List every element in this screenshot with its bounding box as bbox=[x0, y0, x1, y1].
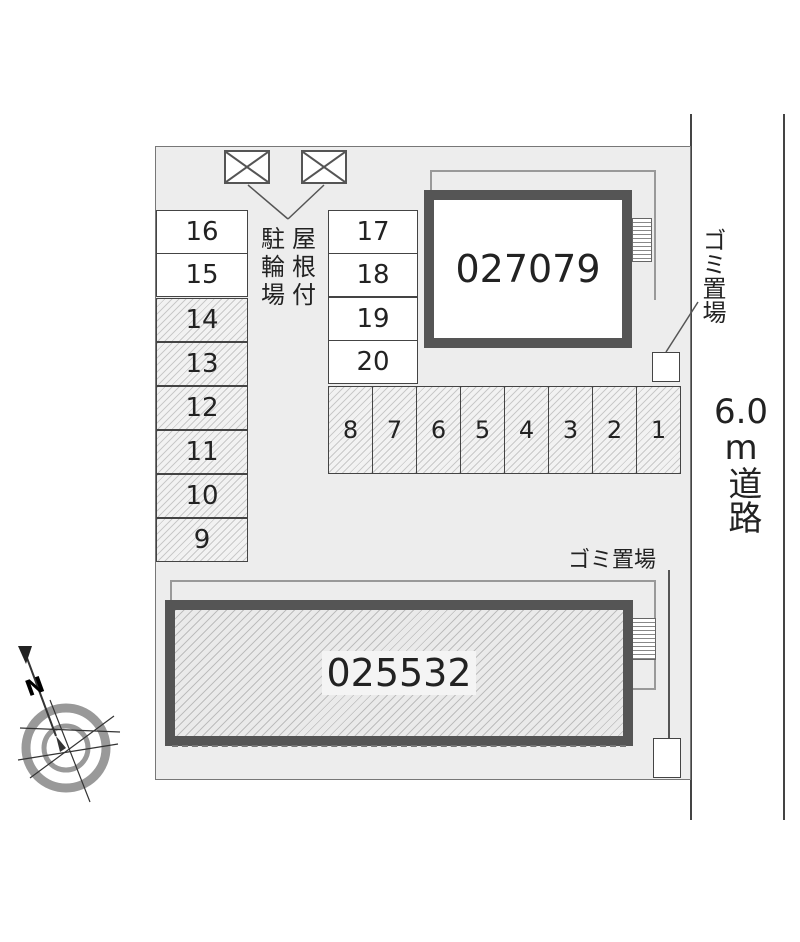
north-trash-leader bbox=[665, 301, 699, 353]
parking-space-17: 17 bbox=[328, 210, 418, 254]
parking-space-7: 7 bbox=[372, 386, 417, 474]
road-width-label: 6.0 m 道路 bbox=[706, 392, 776, 535]
parking-space-19: 19 bbox=[328, 297, 418, 341]
parking-space-15: 15 bbox=[156, 253, 248, 297]
cross-icon bbox=[225, 151, 269, 183]
south-trash-leader bbox=[668, 570, 670, 738]
compass-rose bbox=[17, 699, 121, 803]
parking-space-18: 18 bbox=[328, 253, 418, 297]
parking-space-20: 20 bbox=[328, 340, 418, 384]
compass: N bbox=[17, 646, 121, 803]
road-edge-east bbox=[783, 114, 785, 820]
road-name: 道路 bbox=[721, 466, 762, 535]
bike-parking-label: 駐 輪 場 屋 根 付 bbox=[258, 225, 322, 315]
road-width-value: 6.0 bbox=[713, 392, 769, 432]
north-trash-box bbox=[652, 352, 680, 382]
parking-space-1: 1 bbox=[636, 386, 681, 474]
parking-space-5: 5 bbox=[460, 386, 505, 474]
parking-space-4: 4 bbox=[504, 386, 549, 474]
bike-parking-char: 場 bbox=[261, 281, 285, 309]
north-trash-label: ゴミ置場 bbox=[698, 228, 726, 324]
compass-north-label: N bbox=[22, 672, 48, 702]
north-building: 027079 bbox=[424, 190, 632, 348]
parking-space-10: 10 bbox=[156, 474, 248, 518]
bike-parking-char: 根 bbox=[292, 253, 316, 281]
parking-space-6: 6 bbox=[416, 386, 461, 474]
parking-space-2: 2 bbox=[592, 386, 637, 474]
cross-icon bbox=[302, 151, 346, 183]
bike-rack-marker-left bbox=[224, 150, 270, 184]
parking-space-3: 3 bbox=[548, 386, 593, 474]
bike-parking-char: 屋 bbox=[292, 225, 316, 253]
bike-rack-marker-right bbox=[301, 150, 347, 184]
parking-space-14: 14 bbox=[156, 298, 248, 342]
parking-space-13: 13 bbox=[156, 342, 248, 386]
south-trash-box bbox=[653, 738, 681, 778]
north-building-id: 027079 bbox=[455, 247, 601, 291]
south-building: 025532 bbox=[165, 600, 633, 746]
south-trash-label: ゴミ置場 bbox=[568, 548, 657, 573]
parking-space-16: 16 bbox=[156, 210, 248, 254]
road-edge-west bbox=[690, 114, 692, 820]
parking-space-8: 8 bbox=[328, 386, 373, 474]
bike-rack-leader-lines bbox=[247, 184, 325, 220]
north-arrow-icon bbox=[18, 646, 57, 737]
south-building-balcony bbox=[172, 745, 626, 751]
north-building-stairs bbox=[632, 218, 652, 262]
bike-parking-char: 駐 bbox=[261, 225, 285, 253]
parking-space-11: 11 bbox=[156, 430, 248, 474]
bike-parking-char: 輪 bbox=[261, 253, 285, 281]
road-width-unit: m bbox=[724, 427, 758, 468]
bike-parking-char: 付 bbox=[292, 281, 316, 309]
parking-space-9: 9 bbox=[156, 518, 248, 562]
south-building-stairs bbox=[632, 618, 656, 660]
south-building-id: 025532 bbox=[322, 651, 476, 695]
parking-space-12: 12 bbox=[156, 386, 248, 430]
